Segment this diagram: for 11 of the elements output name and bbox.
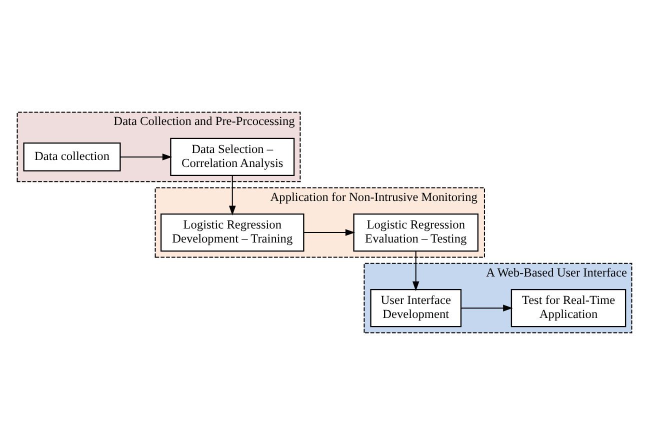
arrow	[303, 229, 356, 236]
node-box: User Interface Development	[370, 289, 462, 328]
node-box: Data collection	[23, 142, 121, 172]
node-box: Test for Real-Time Application	[510, 289, 626, 328]
arrow	[228, 175, 236, 216]
node-box: Data Selection – Correlation Analysis	[170, 138, 295, 176]
arrow	[412, 250, 420, 292]
arrow	[120, 154, 172, 160]
arrow	[460, 304, 513, 312]
node-box: Logistic Regression Development – Training	[160, 213, 304, 252]
node-box: Logistic Regression Evaluation – Testing	[353, 213, 478, 252]
